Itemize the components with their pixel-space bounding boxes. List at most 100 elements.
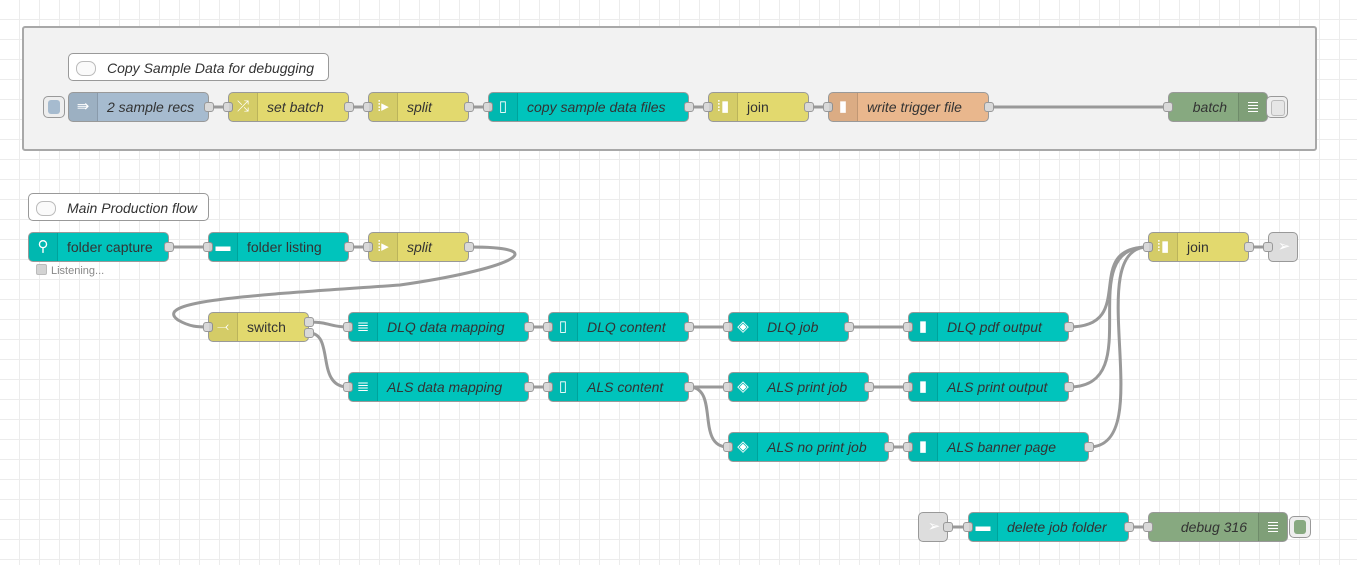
output-port[interactable] [164, 242, 174, 252]
node-folder-capture[interactable]: ⚲ folder capture [28, 232, 174, 262]
output-port[interactable] [464, 242, 474, 252]
folder-icon: ▬ [209, 233, 238, 261]
node-label: ALS data mapping [387, 379, 503, 395]
node-switch[interactable]: ⤙ switch [203, 312, 314, 342]
output-port[interactable] [524, 322, 534, 332]
status-text: Listening... [51, 265, 105, 277]
search-icon: ⚲ [29, 233, 58, 261]
output-port[interactable] [844, 322, 854, 332]
node-join-main[interactable]: ⁞▮ join [1143, 232, 1254, 262]
debug-toggle-button[interactable] [1289, 516, 1311, 538]
output-port[interactable] [304, 317, 314, 327]
output-port[interactable] [984, 102, 994, 112]
debug-toggle-button[interactable] [1266, 96, 1288, 118]
node-inject-sample[interactable]: ⇛ 2 sample recs [68, 92, 214, 122]
node-als-no-print-job[interactable]: ◈ ALS no print job [723, 432, 894, 462]
node-label: DLQ pdf output [947, 319, 1042, 335]
output-port[interactable] [1084, 442, 1094, 452]
output-port[interactable] [344, 242, 354, 252]
node-label: set batch [267, 99, 324, 115]
inject-button[interactable] [43, 96, 65, 118]
output-port[interactable] [943, 522, 953, 532]
node-label: 2 sample recs [107, 99, 195, 115]
debug-lines-icon [1238, 93, 1267, 121]
output-port[interactable] [884, 442, 894, 452]
node-split-sample[interactable]: ⁞▸ split [363, 92, 474, 122]
output-port[interactable] [524, 382, 534, 392]
file-out-icon: ▮ [829, 93, 858, 121]
file-icon: ▯ [489, 93, 518, 121]
node-dlq-data-mapping[interactable]: ≣ DLQ data mapping [343, 312, 534, 342]
node-label: ALS print output [947, 379, 1048, 395]
node-label: join [1187, 239, 1209, 255]
database-icon: ≣ [349, 373, 378, 401]
input-port[interactable] [1163, 102, 1173, 112]
node-als-print-output[interactable]: ▮ ALS print output [903, 372, 1074, 402]
node-set-batch[interactable]: ⤮ set batch [223, 92, 354, 122]
output-port[interactable] [304, 328, 314, 338]
template-icon: ▯ [549, 373, 578, 401]
node-label: split [407, 99, 432, 115]
file-out-icon: ▮ [909, 433, 938, 461]
comment-icon [36, 201, 56, 216]
comment-sample-data[interactable]: Copy Sample Data for debugging [68, 53, 329, 81]
output-port[interactable] [684, 322, 694, 332]
node-label: ALS print job [767, 379, 848, 395]
join-icon: ⁞▮ [709, 93, 738, 121]
comment-main-flow[interactable]: Main Production flow [28, 193, 209, 221]
node-label: ALS content [587, 379, 664, 395]
folder-delete-icon: ▬ [969, 513, 998, 541]
node-link-in[interactable]: ➢ [918, 512, 953, 542]
output-port[interactable] [684, 102, 694, 112]
node-label: switch [247, 319, 286, 335]
arrow-in-icon: ⇛ [69, 93, 98, 121]
comment-label: Main Production flow [67, 200, 197, 216]
node-delete-job-folder[interactable]: ▬ delete job folder [963, 512, 1134, 542]
output-port[interactable] [1124, 522, 1134, 532]
node-label: batch [1192, 99, 1227, 115]
node-als-content[interactable]: ▯ ALS content [543, 372, 694, 402]
output-port[interactable] [684, 382, 694, 392]
split-icon: ⁞▸ [369, 233, 398, 261]
file-out-icon: ▮ [909, 373, 938, 401]
node-join-sample[interactable]: ⁞▮ join [703, 92, 814, 122]
output-port[interactable] [464, 102, 474, 112]
output-port[interactable] [864, 382, 874, 392]
output-port[interactable] [1064, 322, 1074, 332]
node-label: DLQ content [587, 319, 666, 335]
wire [1088, 245, 1149, 449]
sample-data-group[interactable] [22, 26, 1317, 151]
node-debug-batch[interactable]: batch [1163, 92, 1268, 122]
node-label: split [407, 239, 432, 255]
wire [1068, 245, 1149, 389]
output-port[interactable] [204, 102, 214, 112]
database-icon: ≣ [349, 313, 378, 341]
node-copy-sample-files[interactable]: ▯ copy sample data files [483, 92, 694, 122]
node-als-banner-page[interactable]: ▮ ALS banner page [903, 432, 1094, 462]
output-port[interactable] [804, 102, 814, 112]
split-icon: ⁞▸ [369, 93, 398, 121]
node-folder-listing[interactable]: ▬ folder listing [203, 232, 354, 262]
node-dlq-content[interactable]: ▯ DLQ content [543, 312, 694, 342]
comment-icon [76, 61, 96, 76]
node-link-out[interactable]: ➢ [1263, 232, 1298, 262]
node-split-main[interactable]: ⁞▸ split [363, 232, 474, 262]
join-icon: ⁞▮ [1149, 233, 1178, 261]
node-label: ALS no print job [767, 439, 867, 455]
node-als-data-mapping[interactable]: ≣ ALS data mapping [343, 372, 534, 402]
node-als-print-job[interactable]: ◈ ALS print job [723, 372, 874, 402]
output-port[interactable] [1244, 242, 1254, 252]
node-dlq-pdf-output[interactable]: ▮ DLQ pdf output [903, 312, 1074, 342]
link-out-icon: ➢ [1277, 238, 1291, 255]
node-write-trigger-file[interactable]: ▮ write trigger file [823, 92, 994, 122]
node-dlq-job[interactable]: ◈ DLQ job [723, 312, 854, 342]
node-label: delete job folder [1007, 519, 1107, 535]
node-label: write trigger file [867, 99, 962, 115]
node-label: DLQ job [767, 319, 819, 335]
input-port[interactable] [1143, 522, 1153, 532]
output-port[interactable] [1064, 382, 1074, 392]
layers-icon: ◈ [729, 433, 758, 461]
shuffle-icon: ⤮ [229, 93, 258, 121]
output-port[interactable] [344, 102, 354, 112]
node-debug-316[interactable]: debug 316 [1143, 512, 1288, 542]
